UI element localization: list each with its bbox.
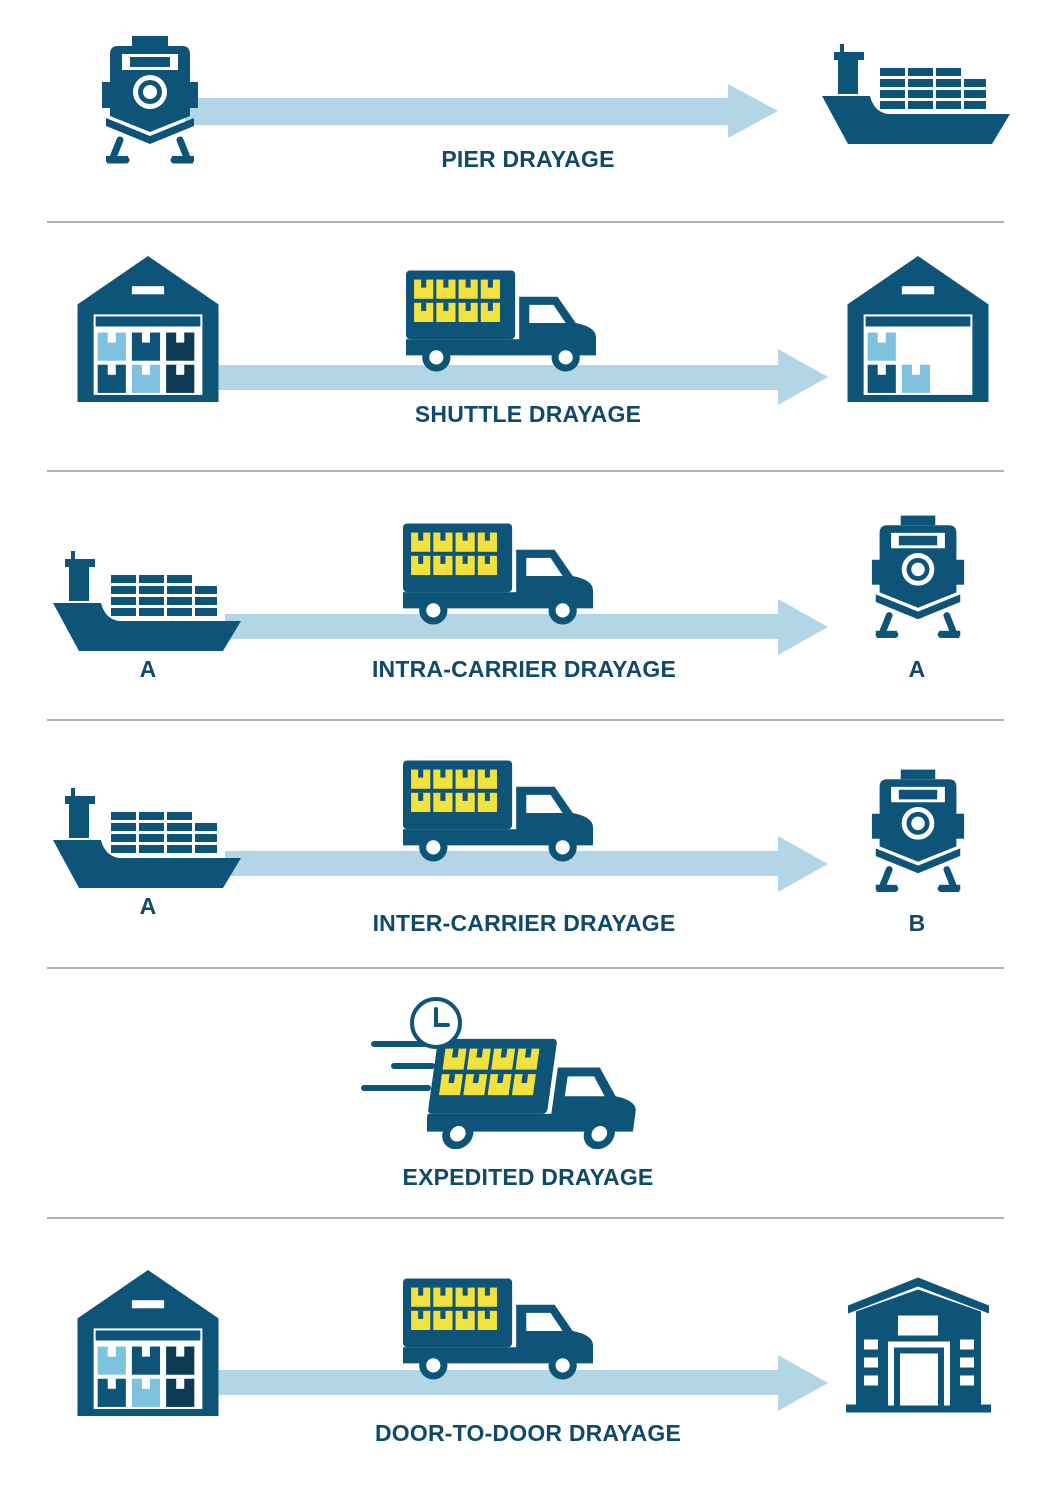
warehouse-icon (77, 1270, 219, 1416)
row-shuttle-drayage: SHUTTLE DRAYAGE (0, 0, 1050, 470)
to-tag: B (908, 910, 926, 936)
divider (47, 221, 1004, 223)
arrow-right-icon (225, 599, 828, 655)
to-tag: A (908, 656, 926, 682)
speed-lines-icon (361, 1041, 435, 1091)
row-inter-carrier-drayage: A INTER-CARRIER DRAYAGE B (0, 0, 1050, 936)
truck-icon (403, 1278, 595, 1380)
row-intra-carrier-drayage: A INTRA-CARRIER DRAYAGE A (0, 0, 1050, 720)
arrow-right-icon (185, 84, 778, 138)
divider (47, 719, 1004, 721)
arrow-right-icon (225, 836, 828, 892)
row-label: EXPEDITED DRAYAGE (402, 1164, 654, 1190)
from-tag: A (139, 893, 157, 919)
row-expedited-drayage: EXPEDITED DRAYAGE (361, 997, 654, 1190)
divider (47, 967, 1004, 969)
divider (47, 1217, 1004, 1219)
building-icon (846, 1276, 991, 1414)
row-label: SHUTTLE DRAYAGE (414, 401, 642, 427)
clock-icon (410, 997, 462, 1049)
row-label: DOOR-TO-DOOR DRAYAGE (374, 1420, 682, 1446)
row-pier-drayage: PIER DRAYAGE (0, 0, 1050, 222)
row-label: INTER-CARRIER DRAYAGE (372, 910, 676, 936)
arrow-right-icon (210, 349, 828, 405)
row-label: INTRA-CARRIER DRAYAGE (371, 656, 677, 682)
divider (47, 470, 1004, 472)
from-tag: A (139, 656, 157, 682)
row-label: PIER DRAYAGE (441, 146, 615, 172)
